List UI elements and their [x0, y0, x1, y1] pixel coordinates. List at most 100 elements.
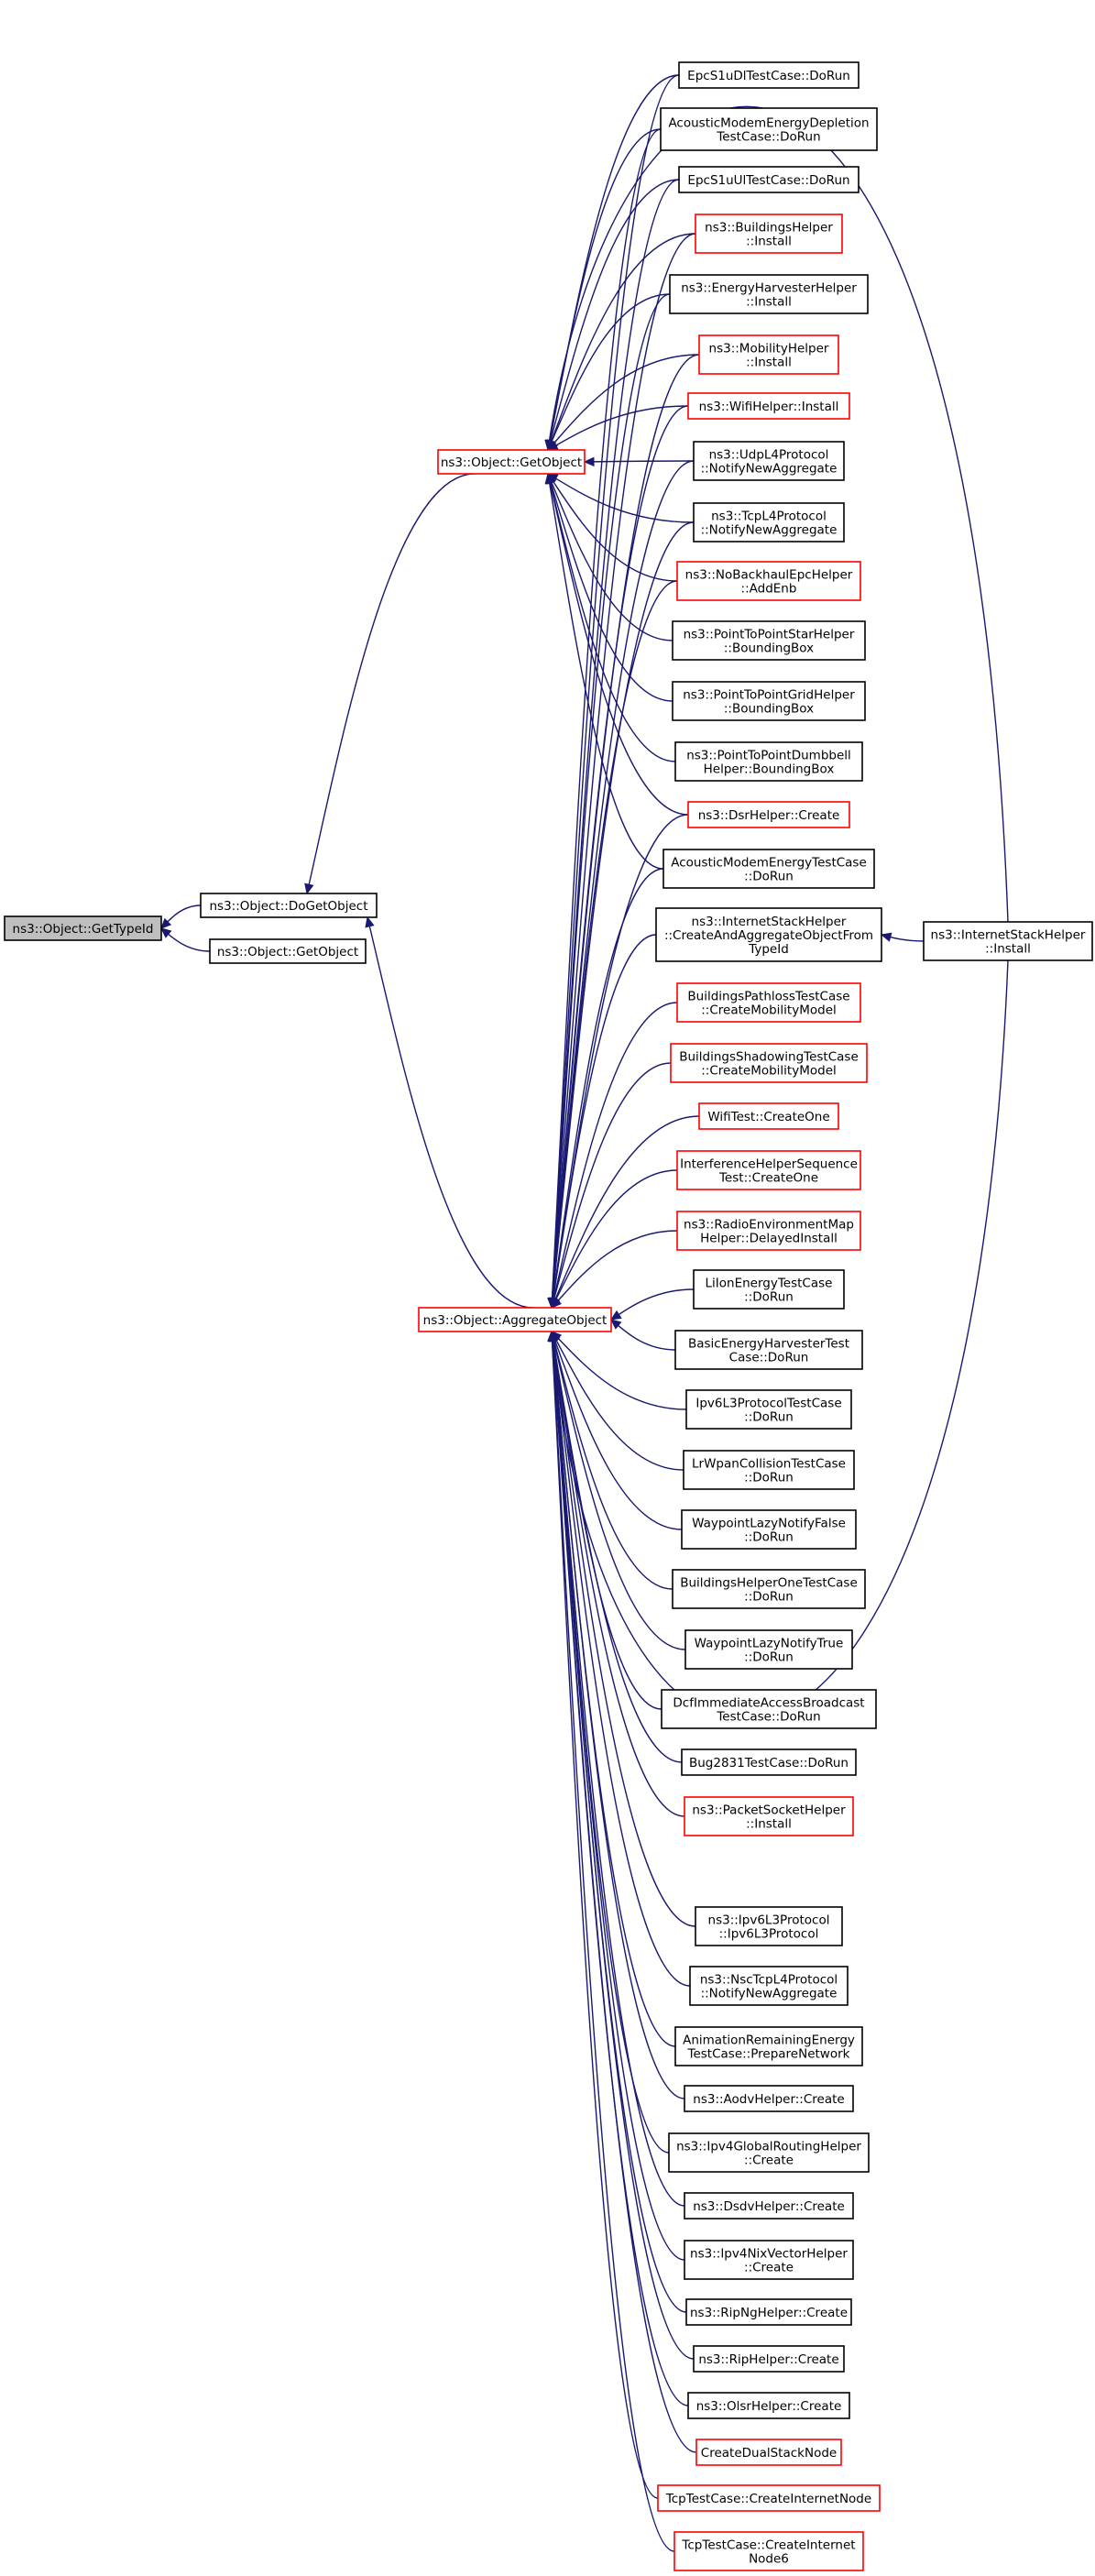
- node-getobject_tmpl[interactable]: ns3::Object::GetObject: [209, 938, 367, 964]
- node-dsrhelper[interactable]: ns3::DsrHelper::Create: [687, 801, 850, 828]
- node-ipv6l3[interactable]: ns3::Ipv6L3Protocol::Ipv6L3Protocol: [695, 1906, 843, 1946]
- node-label: Helper::BoundingBox: [704, 762, 835, 777]
- node-box: [673, 2531, 864, 2571]
- node-label: ns3::MobilityHelper: [709, 342, 829, 356]
- node-label: ::DoRun: [744, 1530, 794, 1545]
- edge-tcpinternet6-to-aggregate: [551, 1331, 675, 2552]
- node-acousticdepletion[interactable]: AcousticModemEnergyDepletionTestCase::Do…: [660, 107, 878, 151]
- arrowhead-basicenergy-to-aggregate: [610, 1319, 622, 1330]
- node-energyharvester[interactable]: ns3::EnergyHarvesterHelper::Install: [669, 274, 869, 314]
- node-udpl4[interactable]: ns3::UdpL4Protocol::NotifyNewAggregate: [693, 441, 845, 481]
- node-box: [693, 502, 845, 543]
- node-getobject[interactable]: ns3::Object::GetObject: [437, 449, 586, 475]
- node-waypointtrue[interactable]: WaypointLazyNotifyTrue::DoRun: [684, 1629, 853, 1670]
- node-interference[interactable]: InterferenceHelperSequenceTest::CreateOn…: [676, 1150, 861, 1190]
- edge-olsr-to-aggregate: [551, 1331, 689, 2406]
- node-label: ns3::RipNgHelper::Create: [690, 2306, 848, 2320]
- node-box: [689, 1966, 849, 2006]
- node-liion[interactable]: LiIonEnergyTestCase::DoRun: [693, 1269, 845, 1310]
- edge-bldgshadowing-to-aggregate: [551, 1062, 672, 1309]
- node-label: TestCase::DoRun: [716, 130, 820, 145]
- node-box: [684, 1796, 854, 1836]
- node-label: ns3::DsrHelper::Create: [698, 808, 840, 823]
- node-label: ::Install: [985, 942, 1031, 957]
- node-acousticenergy[interactable]: AcousticModemEnergyTestCase::DoRun: [662, 849, 875, 889]
- node-aggregate[interactable]: ns3::Object::AggregateObject: [418, 1307, 612, 1332]
- node-box: [672, 1569, 866, 1609]
- node-olsr[interactable]: ns3::OlsrHelper::Create: [687, 2392, 850, 2419]
- node-dcf[interactable]: DcfImmediateAccessBroadcastTestCase::DoR…: [661, 1689, 877, 1729]
- node-box: [676, 982, 861, 1023]
- node-mobilityhelper[interactable]: ns3::MobilityHelper::Install: [698, 334, 839, 375]
- edge-p2pgrid-to-getobject: [547, 473, 673, 702]
- node-label: ::Install: [746, 295, 792, 310]
- node-label: ns3::UdpL4Protocol: [709, 448, 829, 463]
- node-label: ::NotifyNewAggregate: [701, 523, 838, 538]
- node-bldghelperone[interactable]: BuildingsHelperOneTestCase::DoRun: [672, 1569, 866, 1609]
- node-epcdl[interactable]: EpcS1uDlTestCase::DoRun: [678, 61, 860, 89]
- node-label: ns3::NoBackhaulEpcHelper: [685, 568, 853, 583]
- node-box: [418, 1307, 612, 1332]
- node-p2pstar[interactable]: ns3::PointToPointStarHelper::BoundingBox: [672, 620, 866, 661]
- node-buildingshelper[interactable]: ns3::BuildingsHelper::Install: [695, 214, 843, 254]
- node-rip[interactable]: ns3::RipHelper::Create: [693, 2345, 845, 2373]
- node-box: [661, 1689, 877, 1729]
- node-tcpl4[interactable]: ns3::TcpL4Protocol::NotifyNewAggregate: [693, 502, 845, 543]
- node-internetstack_install[interactable]: ns3::InternetStackHelper::Install: [923, 921, 1093, 961]
- node-box: [672, 681, 866, 721]
- node-ripng[interactable]: ns3::RipNgHelper::Create: [685, 2298, 852, 2326]
- node-box: [698, 334, 839, 375]
- node-epcul[interactable]: EpcS1uUlTestCase::DoRun: [678, 166, 860, 193]
- node-p2pgrid[interactable]: ns3::PointToPointGridHelper::BoundingBox: [672, 681, 866, 721]
- node-tcpinternet[interactable]: TcpTestCase::CreateInternetNode: [657, 2484, 881, 2512]
- node-wifihelper[interactable]: ns3::WifiHelper::Install: [687, 392, 850, 420]
- node-label: WaypointLazyNotifyFalse: [692, 1517, 846, 1531]
- node-waypointfalse[interactable]: WaypointLazyNotifyFalse::DoRun: [681, 1509, 857, 1550]
- node-label: ns3::EnergyHarvesterHelper: [681, 281, 857, 296]
- edge-epcdl-to-aggregate: [551, 74, 680, 1309]
- edge-internetstack_create-to-aggregate: [551, 934, 657, 1309]
- node-ipv6l3test[interactable]: Ipv6L3ProtocolTestCase::DoRun: [685, 1389, 852, 1430]
- node-bldgshadowing[interactable]: BuildingsShadowingTestCase::CreateMobili…: [670, 1043, 868, 1083]
- edge-bug2831-to-aggregate: [551, 1331, 683, 1763]
- node-bug2831[interactable]: Bug2831TestCase::DoRun: [681, 1748, 857, 1776]
- node-label: BuildingsShadowingTestCase: [679, 1050, 859, 1065]
- node-lrwpan[interactable]: LrWpanCollisionTestCase::DoRun: [683, 1450, 855, 1490]
- edge-energyharvester-to-getobject: [547, 293, 671, 451]
- node-dualstack[interactable]: CreateDualStackNode: [695, 2439, 842, 2466]
- node-radioenv[interactable]: ns3::RadioEnvironmentMapHelper::DelayedI…: [676, 1211, 861, 1251]
- node-label: ns3::NscTcpL4Protocol: [700, 1973, 838, 1988]
- arrowhead-radioenv-to-aggregate: [551, 1297, 563, 1309]
- node-label: TypeId: [748, 942, 789, 957]
- node-label: ns3::BuildingsHelper: [705, 221, 833, 236]
- node-nsctcp[interactable]: ns3::NscTcpL4Protocol::NotifyNewAggregat…: [689, 1966, 849, 2006]
- node-label: ::NotifyNewAggregate: [701, 462, 838, 477]
- edge-dsrhelper-to-getobject: [547, 473, 689, 816]
- node-box: [437, 449, 586, 475]
- node-box: [693, 1269, 845, 1310]
- node-dsdv[interactable]: ns3::DsdvHelper::Create: [684, 2192, 854, 2220]
- node-animation[interactable]: AnimationRemainingEnergyTestCase::Prepar…: [674, 2026, 863, 2066]
- node-ipv4global[interactable]: ns3::Ipv4GlobalRoutingHelper::Create: [668, 2132, 870, 2173]
- node-label: ns3::RadioEnvironmentMap: [684, 1218, 854, 1233]
- node-aodv[interactable]: ns3::AodvHelper::Create: [684, 2085, 854, 2112]
- node-box: [678, 61, 860, 89]
- node-label: ::Install: [746, 356, 792, 370]
- edge-mobilityhelper-to-getobject: [547, 354, 700, 451]
- arrowhead-internetstack_install-to-getobject: [544, 439, 554, 452]
- node-box: [662, 849, 875, 889]
- node-box: [681, 1509, 857, 1550]
- node-packetsocket[interactable]: ns3::PacketSocketHelper::Install: [684, 1796, 854, 1836]
- node-dogetobject[interactable]: ns3::Object::DoGetObject: [200, 893, 378, 918]
- node-p2pdumbbell[interactable]: ns3::PointToPointDumbbellHelper::Boundin…: [674, 741, 863, 782]
- node-label: ns3::Object::AggregateObject: [423, 1313, 608, 1328]
- node-ipv4nix[interactable]: ns3::Ipv4NixVectorHelper::Create: [684, 2240, 854, 2280]
- node-internetstack_create[interactable]: ns3::InternetStackHelper::CreateAndAggre…: [655, 907, 882, 962]
- edge-acousticdepletion-to-aggregate: [551, 128, 662, 1309]
- node-wifitest[interactable]: WifiTest::CreateOne: [698, 1102, 839, 1130]
- node-label: AnimationRemainingEnergy: [683, 2033, 855, 2048]
- node-bldgpathloss[interactable]: BuildingsPathlossTestCase::CreateMobilit…: [676, 982, 861, 1023]
- node-nobackhaul[interactable]: ns3::NoBackhaulEpcHelper::AddEnb: [676, 561, 861, 601]
